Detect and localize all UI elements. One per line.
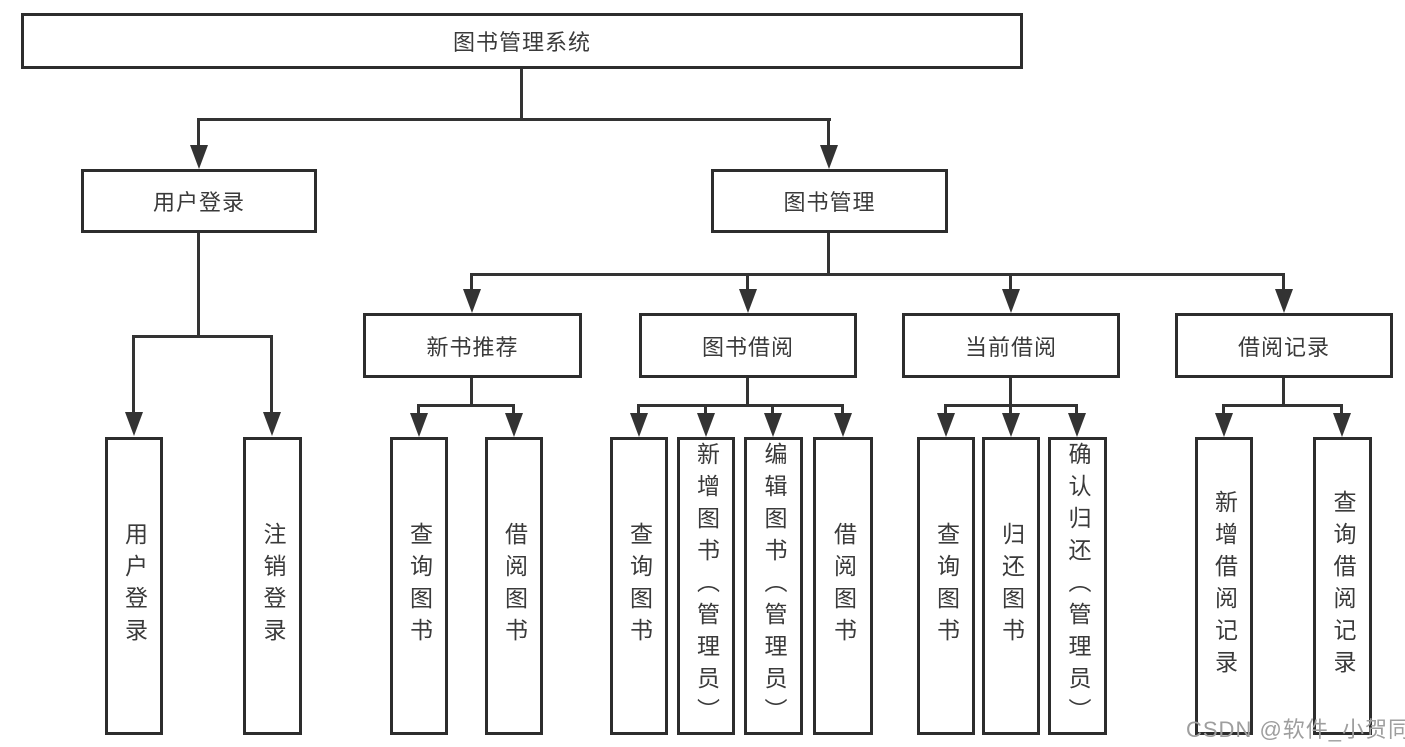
edge-new-book-stem — [470, 378, 473, 404]
edge-to-new-book — [470, 273, 473, 291]
arrowhead-leaf-borrow2-icon — [834, 413, 852, 437]
edge-user-login-stem — [197, 233, 200, 335]
edge-to-leaf-query2 — [637, 404, 640, 414]
arrowhead-borrowing-records-icon — [1275, 289, 1293, 313]
arrowhead-leaf-borrow1-icon — [505, 413, 523, 437]
node-user-login: 用户登录 — [81, 169, 317, 233]
leaf-return-books: 归还图书 — [982, 437, 1040, 735]
edge-to-leaf-return — [1009, 404, 1012, 414]
leaf-borrow-books-recommend: 借阅图书 — [485, 437, 543, 735]
arrowhead-leaf-query2-icon — [630, 413, 648, 437]
leaf-query-books-borrowing: 查询图书 — [610, 437, 668, 735]
leaf-user-login: 用户登录 — [105, 437, 163, 735]
edge-to-leaf-query3 — [944, 404, 947, 414]
node-borrowing-records: 借阅记录 — [1175, 313, 1393, 378]
node-book-borrowing: 图书借阅 — [639, 313, 857, 378]
arrowhead-leaf-confirm-return-icon — [1068, 413, 1086, 437]
edge-to-user-login — [197, 118, 200, 146]
edge-current-borrowing-stem — [1009, 378, 1012, 404]
node-current-borrowing: 当前借阅 — [902, 313, 1120, 378]
arrowhead-leaf-logout-icon — [263, 412, 281, 436]
node-new-book-recommendation: 新书推荐 — [363, 313, 582, 378]
edge-borrowing-records-bus — [1222, 404, 1343, 407]
arrowhead-user-login-icon — [190, 145, 208, 169]
leaf-edit-books-admin: 编辑图书（管理员） — [744, 437, 803, 735]
edge-level2-bus — [197, 118, 831, 121]
edge-to-book-borrowing — [746, 273, 749, 291]
edge-to-leaf-logout — [270, 335, 273, 413]
edge-book-borrowing-stem — [746, 378, 749, 404]
edge-new-book-bus — [417, 404, 515, 407]
edge-to-leaf-query1 — [417, 404, 420, 414]
leaf-borrow-books: 借阅图书 — [813, 437, 873, 735]
arrowhead-leaf-query-record-icon — [1333, 413, 1351, 437]
edge-level3-bus — [470, 273, 1285, 276]
edge-root-stem — [520, 69, 523, 118]
leaf-add-books-admin: 新增图书（管理员） — [677, 437, 735, 735]
edge-borrowing-records-stem — [1282, 378, 1285, 404]
arrowhead-leaf-user-login-icon — [125, 412, 143, 436]
arrowhead-new-book-icon — [463, 289, 481, 313]
leaf-query-books-current: 查询图书 — [917, 437, 975, 735]
edge-to-leaf-borrow1 — [512, 404, 515, 414]
csdn-watermark: CSDN @软件_小贺同学 — [1186, 717, 1405, 742]
edge-to-book-management — [827, 118, 830, 146]
arrowhead-current-borrowing-icon — [1002, 289, 1020, 313]
leaf-logout: 注销登录 — [243, 437, 302, 735]
leaf-query-borrow-record: 查询借阅记录 — [1313, 437, 1372, 735]
arrowhead-book-management-icon — [820, 145, 838, 169]
edge-book-borrowing-bus — [637, 404, 844, 407]
edge-to-leaf-edit-book — [771, 404, 774, 414]
arrowhead-leaf-return-icon — [1002, 413, 1020, 437]
edge-to-borrowing-records — [1282, 273, 1285, 291]
arrowhead-leaf-edit-book-icon — [764, 413, 782, 437]
arrowhead-book-borrowing-icon — [739, 289, 757, 313]
edge-to-leaf-query-record — [1340, 404, 1343, 414]
edge-to-leaf-confirm-return — [1075, 404, 1078, 414]
arrowhead-leaf-add-book-icon — [697, 413, 715, 437]
leaf-query-books-recommend: 查询图书 — [390, 437, 448, 735]
arrowhead-leaf-query1-icon — [410, 413, 428, 437]
arrowhead-leaf-query3-icon — [937, 413, 955, 437]
edge-to-current-borrowing — [1009, 273, 1012, 291]
edge-to-leaf-add-record — [1222, 404, 1225, 414]
edge-to-leaf-add-book — [704, 404, 707, 414]
node-book-management: 图书管理 — [711, 169, 948, 233]
leaf-add-borrow-record: 新增借阅记录 — [1195, 437, 1253, 735]
arrowhead-leaf-add-record-icon — [1215, 413, 1233, 437]
edge-to-leaf-borrow2 — [841, 404, 844, 414]
node-root-library-system: 图书管理系统 — [21, 13, 1023, 69]
edge-to-leaf-user-login — [132, 335, 135, 413]
edge-book-management-stem — [827, 233, 830, 273]
leaf-confirm-return-admin: 确认归还（管理员） — [1048, 437, 1107, 735]
edge-user-login-bus — [132, 335, 273, 338]
